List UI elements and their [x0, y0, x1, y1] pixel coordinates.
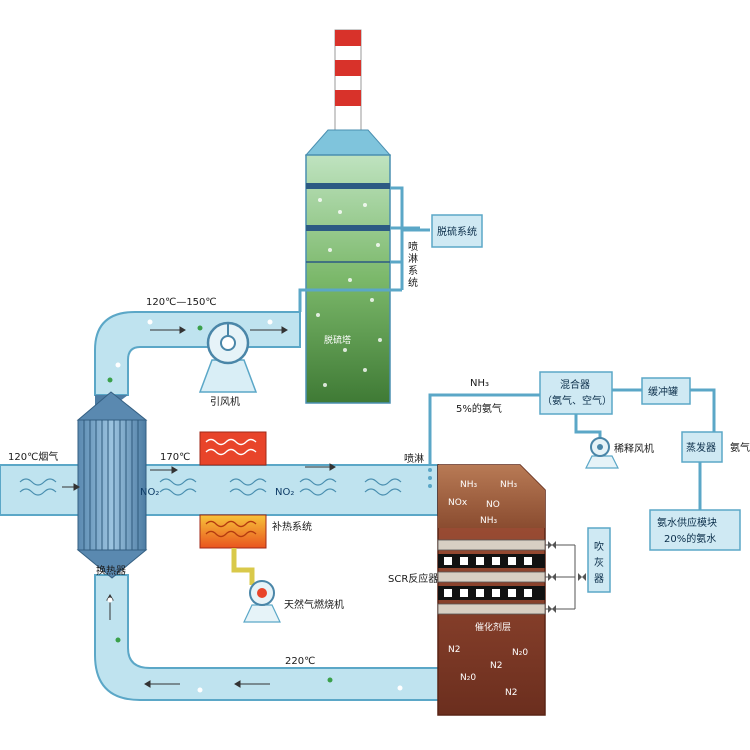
mixer-label-1: 混合器 [560, 378, 590, 391]
n2o-label: N₂0 [512, 648, 528, 658]
temp-170-label: 170℃ [160, 452, 190, 463]
desulf-system-label: 脱硫系统 [437, 225, 477, 238]
flow-waves [19, 478, 402, 496]
no2-label-a: NO₂ [140, 487, 159, 498]
nh3-label-a: NH₃ [460, 480, 478, 490]
flue-gas-in-label: 120℃烟气 [8, 450, 58, 463]
dilution-fan-label: 稀释风机 [614, 442, 654, 455]
pipe-particles [107, 319, 403, 693]
buffer-tank-box[interactable]: 缓冲罐 [641, 377, 691, 405]
n2-label-b: N2 [490, 661, 502, 671]
spray-system-label-1: 喷 [408, 241, 418, 253]
nh3-label-b: NH₃ [500, 480, 518, 490]
supp-heat-label: 补热系统 [272, 520, 312, 533]
spray-label: 喷淋 [404, 452, 424, 465]
spray-lines [298, 186, 430, 312]
soot-blower: 吹 灰 器 [545, 527, 611, 613]
nox-label: NOx [448, 498, 468, 508]
ammonia-gas-label: 氨气 [730, 441, 750, 454]
buffer-to-evap-pipe [690, 388, 716, 432]
main-flue-pipe [0, 464, 439, 516]
ammonia-injection: NH₃ 5%的氨气 喷淋 [404, 378, 540, 488]
supply-label-2: 20%的氨水 [664, 532, 716, 545]
spray-system-label-3: 系 [408, 265, 418, 277]
desulf-tower-label: 脱硫塔 [324, 334, 351, 346]
buffer-tank-label: 缓冲罐 [648, 385, 678, 398]
evaporator-box[interactable]: 蒸发器 [681, 431, 723, 463]
scr-reactor: NOx NH₃ NH₃ NH₃ NO 催化剂层 N2 N2 N2 N₂0 N₂0… [388, 464, 546, 716]
mixer-label-2: （氨气、空气） [542, 394, 612, 407]
gas-burner: 天然气燃烧机 [243, 580, 344, 623]
dilution-fan: 稀释风机 [585, 437, 654, 469]
ammonia-5pct-label: 5%的氨气 [456, 402, 502, 415]
ammonia-supply-box[interactable]: 氨水供应模块 20%的氨水 [649, 509, 741, 551]
heat-exchanger-label: 换热器 [96, 564, 126, 577]
heat-exchanger: 换热器 [76, 391, 148, 579]
no-label: NO [486, 500, 500, 510]
upper-pipe [94, 311, 301, 396]
evaporator-label: 蒸发器 [686, 441, 716, 454]
soot-blower-box[interactable] [587, 527, 611, 593]
desulf-tower: 脱硫塔 [304, 29, 392, 404]
flow-arrows [62, 326, 336, 688]
n2-label-a: N2 [448, 645, 460, 655]
temp-220-label: 220℃ [285, 656, 315, 667]
desulf-system-box[interactable]: 脱硫系统 [431, 214, 483, 248]
supp-heat-system: 补热系统 [199, 431, 312, 585]
temp-top-label: 120℃—150℃ [146, 297, 217, 308]
nh3-feed-label: NH₃ [470, 378, 489, 389]
induced-fan: 引风机 [198, 321, 258, 408]
spray-system-label-2: 淋 [408, 252, 418, 265]
mixer-box[interactable]: 混合器 （氨气、空气） [539, 371, 613, 415]
gas-burner-label: 天然气燃烧机 [284, 598, 344, 611]
n2-label-c: N2 [505, 688, 517, 698]
soot-blower-label-3: 器 [594, 573, 604, 585]
no2-label-b: NO₂ [275, 487, 294, 498]
soot-blower-label-2: 灰 [594, 556, 604, 569]
spray-system-label-4: 统 [408, 276, 418, 289]
scr-reactor-label: SCR反应器 [388, 572, 438, 585]
soot-blower-label-1: 吹 [594, 540, 604, 553]
spray-system: 喷 淋 系 统 [408, 241, 418, 289]
supply-label-1: 氨水供应模块 [657, 516, 717, 529]
induced-fan-label: 引风机 [210, 395, 240, 408]
catalyst-label: 催化剂层 [475, 621, 511, 633]
n2o-label-b: N₂0 [460, 673, 476, 683]
nh3-label-c: NH₃ [480, 516, 498, 526]
